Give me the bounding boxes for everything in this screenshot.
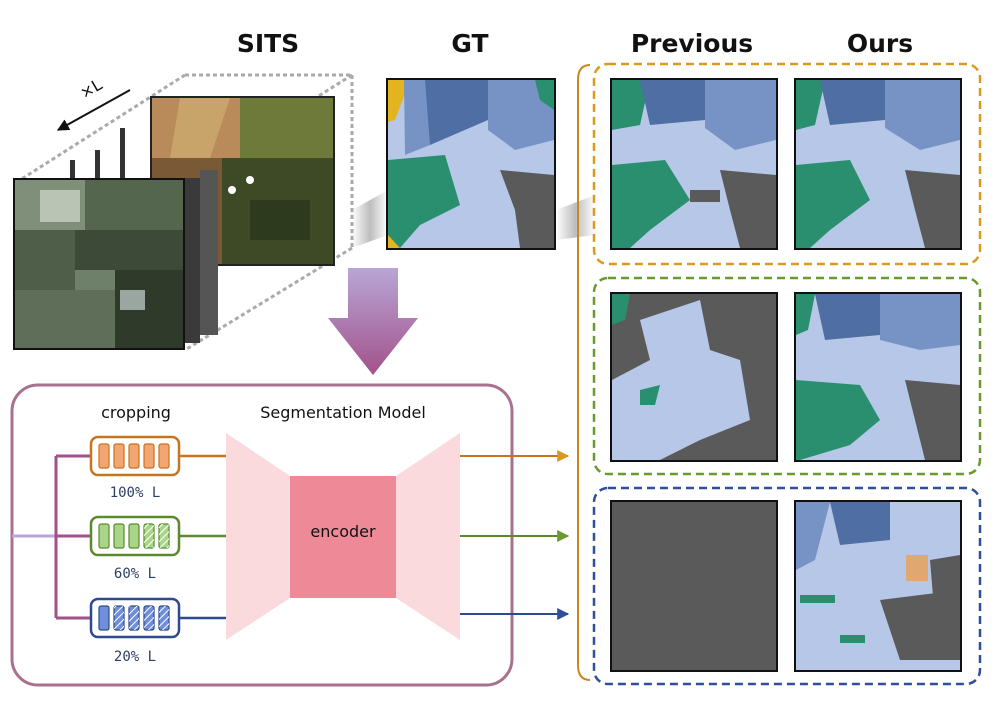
gt-shadow bbox=[352, 190, 388, 248]
result-row-frame bbox=[592, 276, 982, 476]
result-prev-row2 bbox=[610, 292, 778, 462]
crop-percent-label: 60% L bbox=[114, 566, 156, 582]
header-ours: Ours bbox=[847, 29, 913, 58]
crop-cell-filled bbox=[98, 605, 110, 631]
crop-cell-filled bbox=[158, 443, 170, 469]
encoder-funnel bbox=[226, 433, 290, 640]
crop-cell-hatch bbox=[159, 524, 169, 548]
crop-cell-hatch bbox=[144, 606, 154, 630]
time-axis-arrow bbox=[56, 89, 131, 131]
crop-cell-filled bbox=[98, 523, 110, 549]
stack-count-label: ×L bbox=[77, 75, 106, 103]
result-prev-row3 bbox=[610, 500, 778, 672]
crop-percent-label: 20% L bbox=[114, 649, 156, 665]
result-ours-row1 bbox=[794, 78, 962, 250]
crop-cell-hatch bbox=[144, 524, 154, 548]
result-prev-row1 bbox=[610, 78, 778, 250]
crop-percent-label: 100% L bbox=[110, 485, 161, 501]
down-flow-arrow bbox=[328, 268, 418, 375]
encoder-block bbox=[290, 476, 396, 598]
result-ours-row3 bbox=[794, 500, 962, 672]
encoder-label: encoder bbox=[310, 522, 376, 541]
decoder-funnel bbox=[396, 433, 460, 640]
crop-cell-hatch bbox=[129, 606, 139, 630]
crop-cell-filled bbox=[113, 523, 125, 549]
crop-cell-filled bbox=[113, 443, 125, 469]
stack-dotted-edge bbox=[19, 73, 186, 182]
gt-image bbox=[386, 78, 556, 250]
header-previous: Previous bbox=[631, 29, 753, 58]
output-arrows bbox=[460, 450, 570, 620]
crop-cell-filled bbox=[128, 523, 140, 549]
sits-frame-front bbox=[13, 178, 185, 350]
header-sits: SITS bbox=[237, 29, 299, 58]
crop-cell-filled bbox=[98, 443, 110, 469]
header-gt: GT bbox=[451, 29, 488, 58]
results-bracket bbox=[577, 64, 591, 681]
cropping-label: cropping bbox=[101, 403, 171, 422]
crop-cell-filled bbox=[128, 443, 140, 469]
crop-cell-hatch bbox=[159, 606, 169, 630]
result-shadow bbox=[556, 195, 595, 240]
model-title: Segmentation Model bbox=[260, 403, 426, 422]
result-row-frame bbox=[592, 486, 982, 686]
cropping-branches: 100% L 60% L 20% L bbox=[89, 435, 226, 665]
result-ours-row2 bbox=[794, 292, 962, 462]
result-rows bbox=[592, 62, 982, 686]
crop-cell-hatch bbox=[114, 606, 124, 630]
crop-cell-filled bbox=[143, 443, 155, 469]
sits-stack: ×L bbox=[13, 73, 354, 352]
